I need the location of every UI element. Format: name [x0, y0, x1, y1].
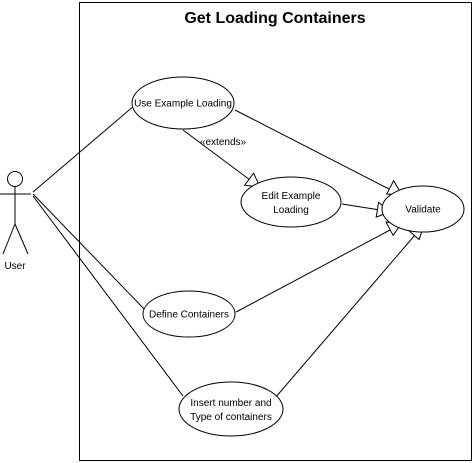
association-insert-containers — [32, 195, 184, 397]
link-insert-containers-to-validate — [274, 234, 416, 399]
use-case-edit-example-loading[interactable]: Edit Example Loading — [240, 176, 342, 228]
system-title: Get Loading Containers — [184, 10, 365, 27]
extends-label: «extends» — [200, 137, 247, 148]
use-case-label: Use Example Loading — [134, 99, 232, 110]
use-case-validate[interactable]: Validate — [381, 185, 465, 233]
use-case-label-line1: Edit Example — [262, 191, 321, 202]
association-use-example-loading — [32, 104, 136, 193]
use-case-define-containers[interactable]: Define Containers — [142, 290, 236, 338]
use-case-label: Validate — [405, 205, 441, 216]
link-edit-example-to-validate — [341, 203, 381, 211]
use-case-insert-containers[interactable]: Insert number and Type of containers — [178, 381, 284, 437]
actor-head — [7, 171, 23, 187]
use-case-use-example-loading[interactable]: Use Example Loading — [131, 76, 235, 130]
use-case-label-line1: Insert number and — [190, 398, 271, 409]
link-define-containers-to-validate — [235, 229, 391, 313]
actor-label: User — [4, 261, 26, 272]
actor-right-leg — [14, 223, 29, 255]
use-case-label-line2: Type of containers — [190, 412, 272, 423]
system-boundary — [79, 2, 472, 461]
extends-arrow-line — [182, 129, 251, 181]
link-use-example-to-validate — [234, 109, 390, 190]
user-actor[interactable]: User — [0, 171, 31, 273]
actor-left-leg — [2, 223, 16, 255]
use-case-label-line2: Loading — [273, 205, 309, 216]
use-case-label: Define Containers — [149, 310, 229, 321]
association-define-containers — [32, 193, 148, 313]
